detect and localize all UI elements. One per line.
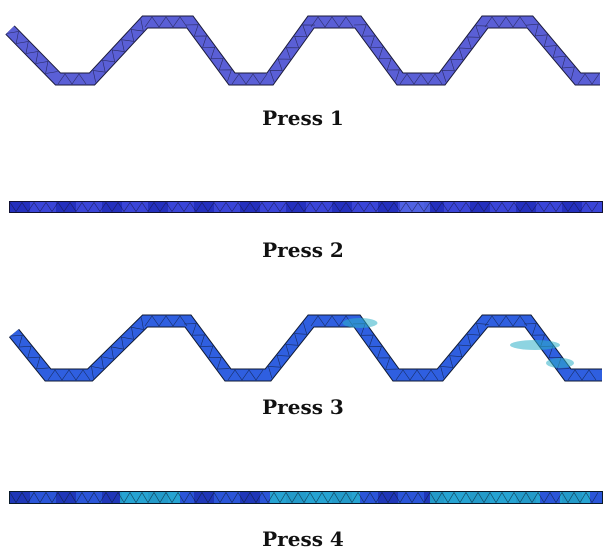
press-1-band-mesh-segment <box>310 16 354 28</box>
press-3-band-mesh-segment <box>267 322 308 379</box>
press-3-band-fill <box>9 315 602 381</box>
press-2-strip-band-shade <box>148 202 168 212</box>
press-1-band-mesh-segment <box>144 16 188 28</box>
press-2-strip-band-shade <box>56 202 76 212</box>
press-3-accent-zone <box>546 358 574 368</box>
press-2-strip-band-shade <box>332 202 352 212</box>
press-4-strip-band-shade <box>102 492 122 503</box>
press-1-band <box>5 15 600 86</box>
press-1-band-mesh-segment <box>92 19 144 83</box>
press-1-band-fill <box>6 16 600 85</box>
corrugated-sheet-press-3 <box>8 314 602 382</box>
press-2-strip-band-shade <box>424 202 444 212</box>
press-3-band-mesh-segment <box>440 323 489 379</box>
press-1-band-mesh-segment <box>484 16 528 28</box>
press-2-strip-band-shade <box>10 202 30 212</box>
press-4-strip-accent-zone <box>270 492 360 503</box>
press-3-band-mesh-segment <box>183 323 230 370</box>
press-3-band-mesh-segment <box>567 369 597 381</box>
press-2-strip-band-shade <box>286 202 306 212</box>
press-3-band-mesh-segment <box>47 369 91 381</box>
press-4-strip-band-shade <box>378 492 398 503</box>
press-3-band-mesh-segment <box>91 317 144 379</box>
caption-press-3: Press 3 <box>262 395 344 419</box>
press-1-band-mesh-segment <box>526 23 575 79</box>
press-3-band-mesh-segment <box>310 315 354 327</box>
caption-press-1: Press 1 <box>262 106 344 130</box>
panel-press-2: Press 2 <box>0 190 606 270</box>
press-1-band-mesh-segment <box>441 25 489 83</box>
press-2-strip-band-shade <box>240 202 260 212</box>
press-1-band-mesh-segment <box>57 73 87 85</box>
press-2-strip-band-shade <box>194 202 214 212</box>
press-2-strip-band-shade <box>470 202 490 212</box>
press-3-band-mesh-segment <box>484 315 528 327</box>
press-3-accent-zone <box>342 318 378 328</box>
press-4-strip-accent-zone <box>560 492 590 503</box>
press-3-band-mesh-segment <box>395 369 439 381</box>
press-1-band-mesh-segment <box>269 24 315 83</box>
press-1-band-mesh-segment <box>353 24 400 82</box>
press-3-band <box>8 314 602 382</box>
panel-press-1: Press 1 <box>0 0 606 130</box>
press-3-band-mesh-segment <box>227 369 264 381</box>
press-2-strip-band-shade <box>378 202 398 212</box>
press-2-strip-band-shade <box>516 202 536 212</box>
caption-press-2: Press 2 <box>262 238 344 262</box>
press-4-strip-band-shade <box>10 492 30 503</box>
press-1-band-mesh-segment <box>231 73 268 85</box>
flat-sheet-press-4 <box>9 491 603 504</box>
caption-press-4: Press 4 <box>262 527 344 551</box>
press-2-strip-band-shade <box>562 202 582 212</box>
corrugated-sheet-press-1 <box>5 15 600 86</box>
flat-sheet-press-2 <box>9 201 603 213</box>
press-1-band-mesh-segment <box>577 73 600 85</box>
press-1-band-mesh-segment <box>185 24 232 82</box>
press-4-strip-band-shade <box>194 492 214 503</box>
press-3-accent-zone <box>510 340 560 350</box>
press-4-strip-accent-zone <box>120 492 180 503</box>
press-4-strip-mesh <box>9 491 599 504</box>
press-3-band-mesh-segment <box>144 315 188 327</box>
panel-press-4: Press 4 <box>0 480 606 557</box>
press-2-strip-mesh <box>9 201 599 213</box>
press-4-strip-band-shade <box>56 492 76 503</box>
press-3-band-mesh-segment <box>352 323 398 370</box>
press-2-strip-band-shade <box>102 202 122 212</box>
press-1-band-mesh-segment <box>6 31 58 74</box>
press-1-band-mesh-segment <box>399 73 443 85</box>
panel-press-3: Press 3 <box>0 305 606 420</box>
press-4-strip-band-shade <box>240 492 260 503</box>
press-3-band-mesh-segment <box>10 334 49 370</box>
press-4-strip-accent-zone <box>430 492 540 503</box>
